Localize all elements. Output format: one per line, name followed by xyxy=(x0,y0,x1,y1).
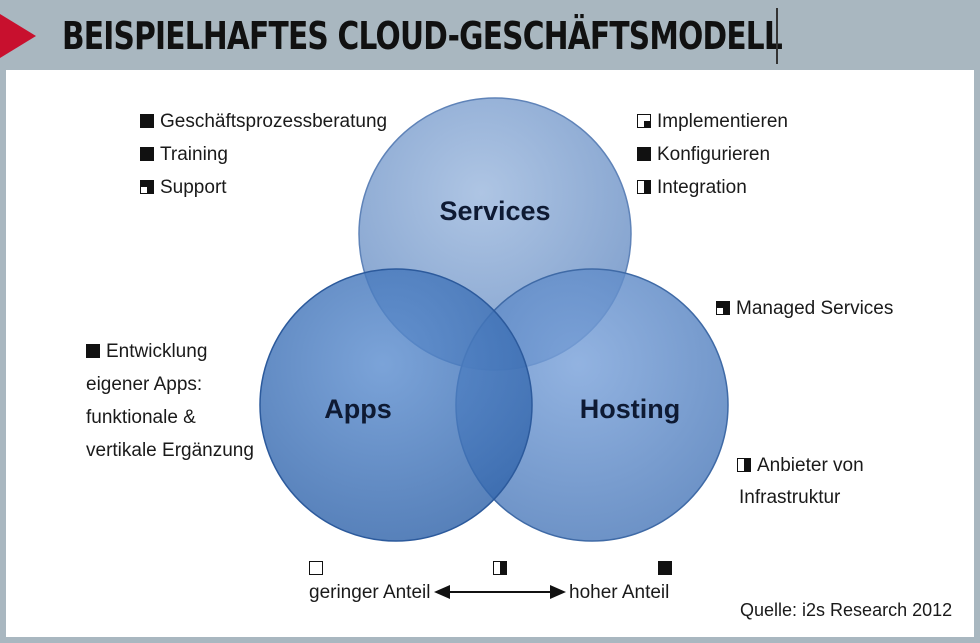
share-half-icon xyxy=(493,561,507,575)
share-full-icon xyxy=(658,561,672,575)
list-item-continued: funktionale & xyxy=(86,407,196,428)
page-title: BEISPIELHAFTES CLOUD-GESCHÄFTSMODELL xyxy=(62,14,783,58)
share-half-icon xyxy=(637,180,651,194)
header-bar: BEISPIELHAFTES CLOUD-GESCHÄFTSMODELL xyxy=(0,0,980,70)
share-half-icon xyxy=(737,458,751,472)
list-item: Geschäftsprozessberatung xyxy=(140,105,387,138)
source-note: Quelle: i2s Research 2012 xyxy=(740,600,953,620)
list-item: Support xyxy=(140,171,227,204)
list-item-continued: Infrastruktur xyxy=(739,487,841,508)
list-item: Implementieren xyxy=(637,105,788,138)
apps-circle xyxy=(259,268,533,542)
share-full-icon xyxy=(86,344,100,358)
scale-low-label: geringer Anteil xyxy=(309,582,431,603)
list-item: Managed Services xyxy=(716,292,893,325)
list-item: Konfigurieren xyxy=(637,138,770,171)
list-item: Anbieter von xyxy=(737,449,864,482)
red-arrow-icon xyxy=(0,14,36,58)
share-quarter-icon xyxy=(637,114,651,128)
share-full-icon xyxy=(637,147,651,161)
list-item-continued: eigener Apps: xyxy=(86,374,203,395)
share-empty-icon xyxy=(309,561,323,575)
share-full-icon xyxy=(140,147,154,161)
list-item: Training xyxy=(140,138,228,171)
share-full-icon xyxy=(140,114,154,128)
services-label: Services xyxy=(439,196,550,226)
scale-high-label: hoher Anteil xyxy=(569,582,670,603)
list-item: Integration xyxy=(637,171,747,204)
list-item-continued: vertikale Ergänzung xyxy=(86,440,254,461)
header-divider xyxy=(776,8,778,64)
hosting-label: Hosting xyxy=(580,394,681,424)
list-item: Entwicklung xyxy=(86,335,207,368)
share-three-quarter-icon xyxy=(140,180,154,194)
apps-label: Apps xyxy=(324,394,392,424)
share-three-quarter-icon xyxy=(716,301,730,315)
